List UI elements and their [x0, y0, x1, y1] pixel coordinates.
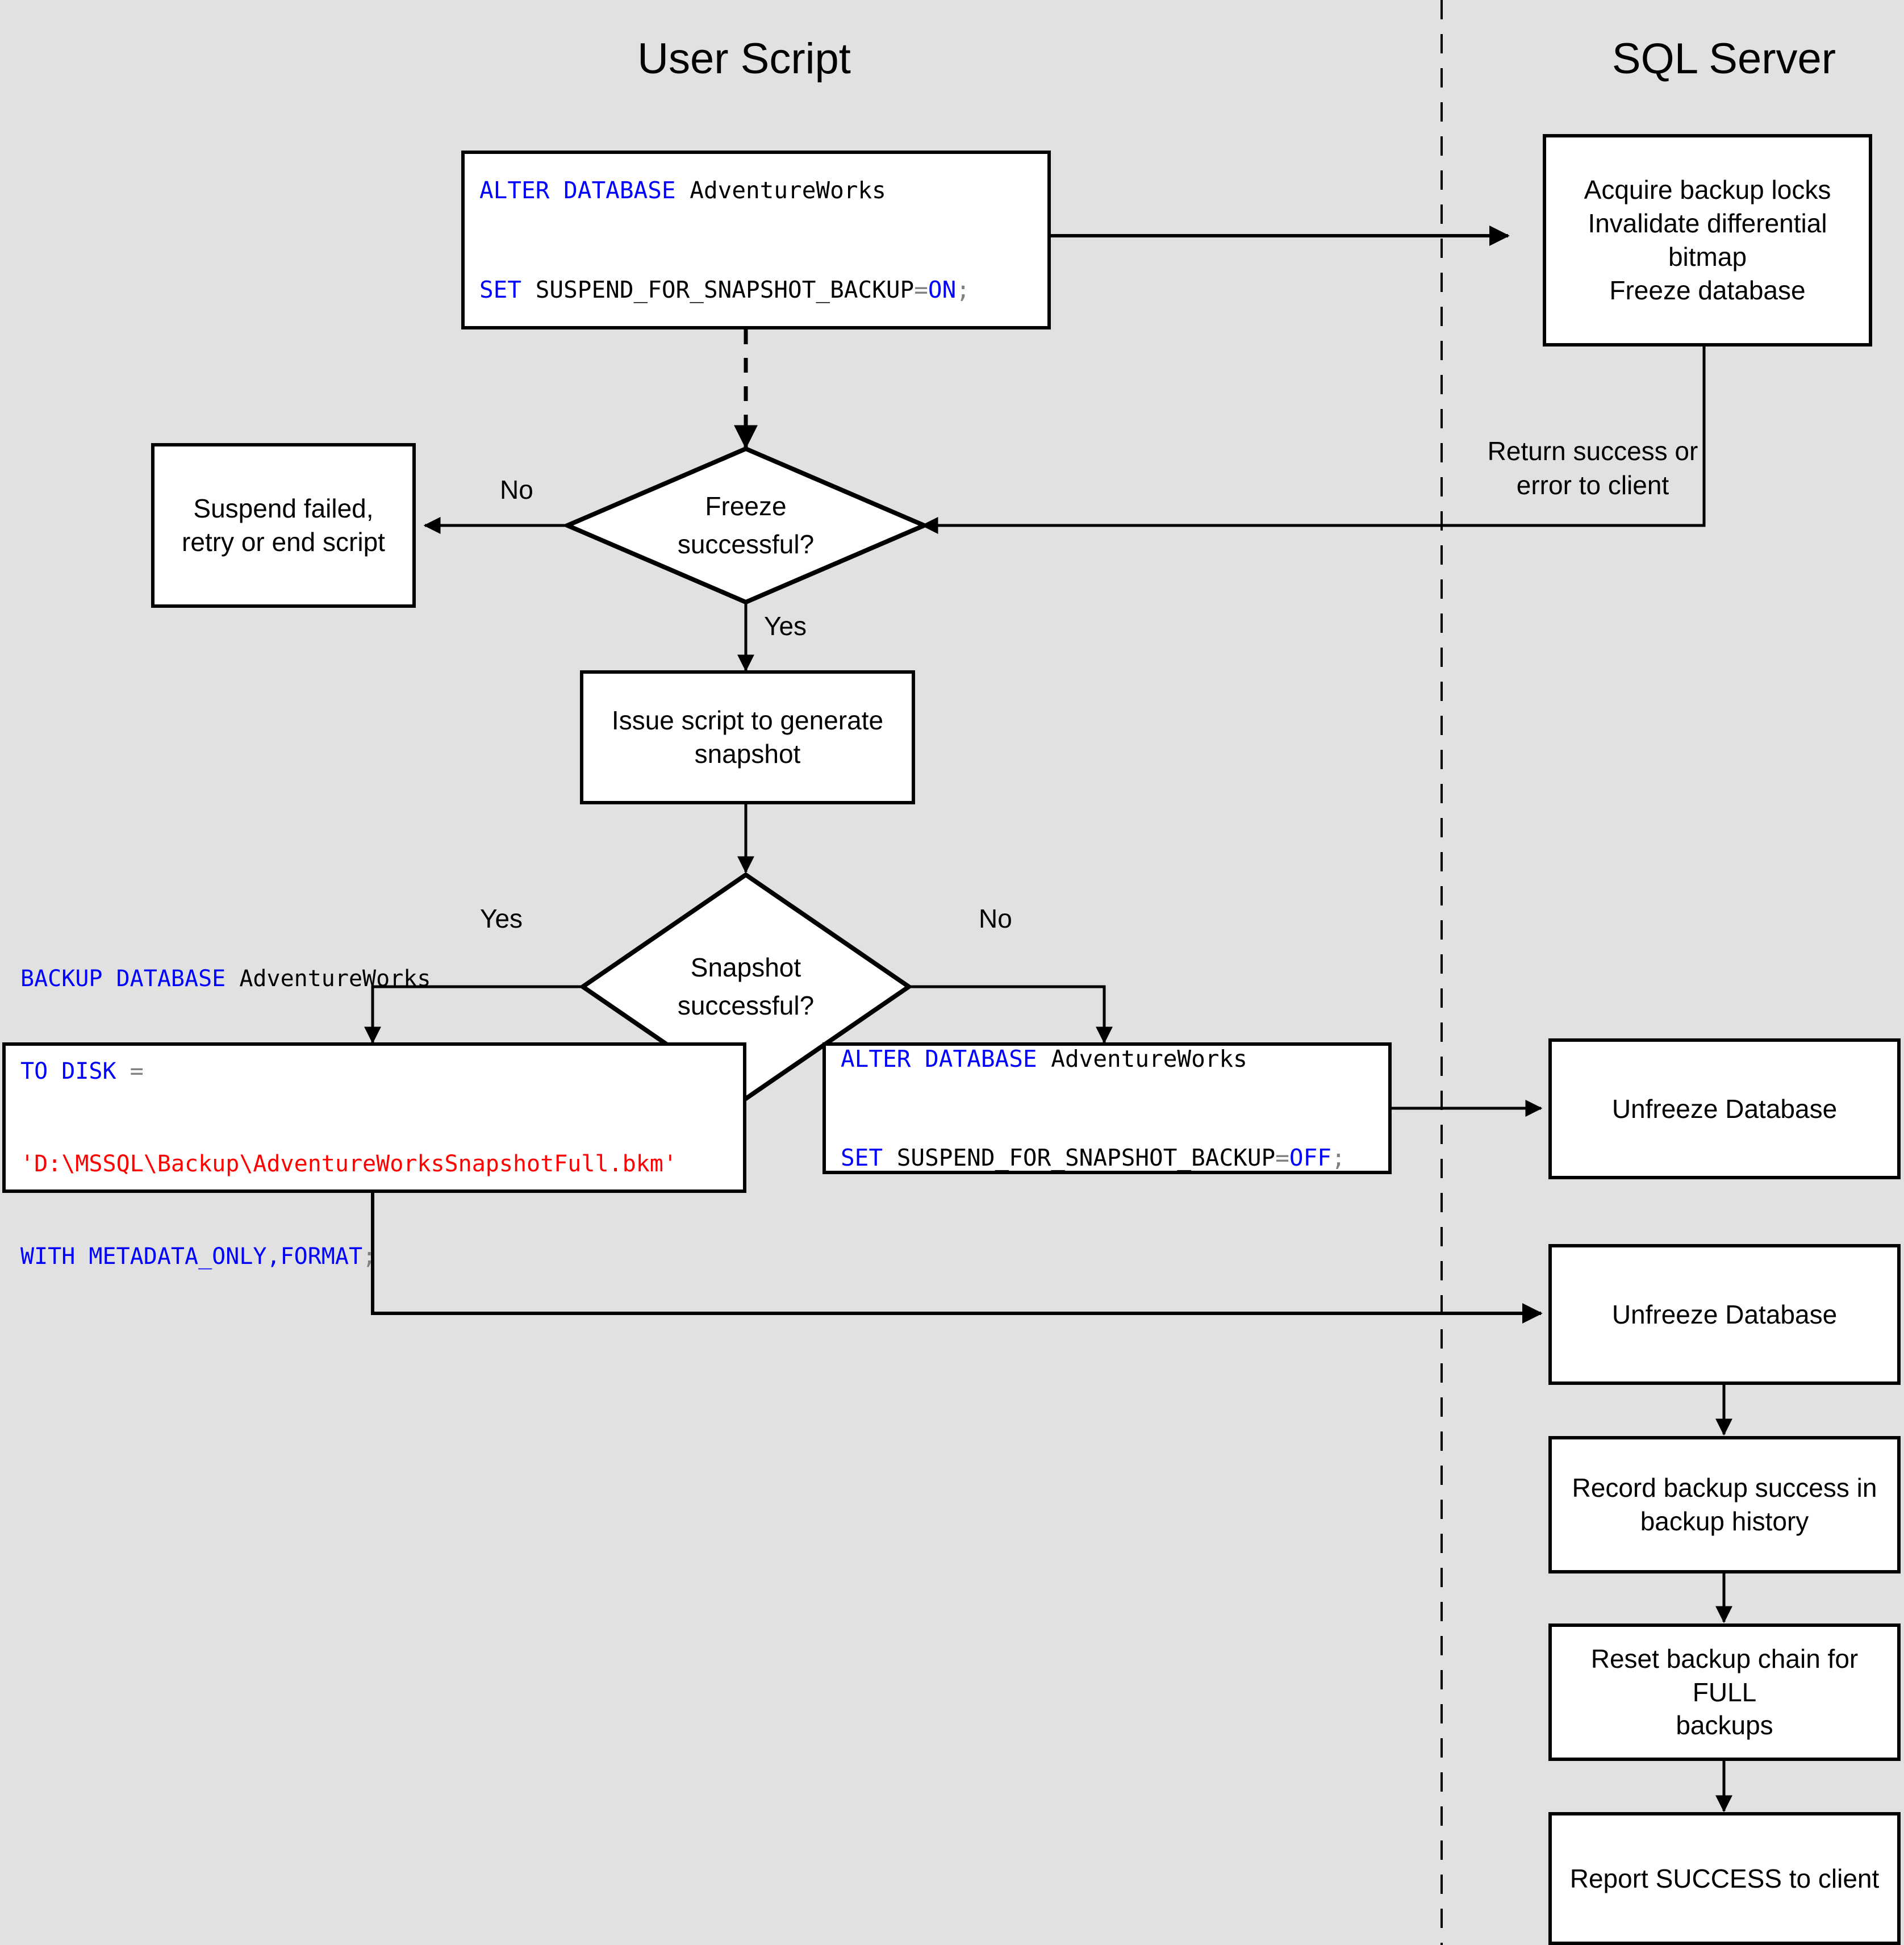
freeze-decision-label: Freeze successful?: [677, 491, 815, 559]
backup-code-line-1: BACKUP DATABASE AdventureWorks: [20, 965, 431, 992]
node-backup-database[interactable]: BACKUP DATABASE AdventureWorks TO DISK =…: [2, 966, 746, 1270]
alter-off-code-line-2: SET SUSPEND_FOR_SNAPSHOT_BACKUP=OFF;: [841, 1144, 1346, 1172]
node-snapshot-successful-decision[interactable]: Snapshot successful?: [583, 875, 909, 1099]
edge-label-freeze-yes: Yes: [764, 611, 807, 641]
node-unfreeze-database-2[interactable]: Unfreeze Database: [1548, 1244, 1901, 1385]
edge-label-snapshot-no: No: [979, 904, 1012, 933]
node-reset-backup-chain[interactable]: Reset backup chain for FULL backups: [1548, 1623, 1901, 1761]
alter-off-code-line-1: ALTER DATABASE AdventureWorks: [841, 1045, 1247, 1072]
node-suspend-failed[interactable]: Suspend failed, retry or end script: [151, 443, 416, 608]
backup-code-line-4: WITH METADATA_ONLY,FORMAT;: [20, 1243, 377, 1270]
node-report-success-to-client[interactable]: Report SUCCESS to client: [1548, 1812, 1901, 1945]
code-line-1: ALTER DATABASE AdventureWorks: [479, 177, 886, 204]
node-issue-script-generate-snapshot[interactable]: Issue script to generate snapshot: [580, 670, 915, 804]
node-record-backup-success[interactable]: Record backup success in backup history: [1548, 1436, 1901, 1573]
edge-label-return-to-client: Return success or error to client: [1487, 436, 1698, 500]
lane-title-sql-server: SQL Server: [1611, 35, 1836, 83]
backup-code-line-2: TO DISK =: [20, 1058, 144, 1084]
edge-label-freeze-no: No: [500, 475, 533, 504]
node-alter-database-suspend-off[interactable]: ALTER DATABASE AdventureWorks SET SUSPEN…: [822, 1042, 1392, 1174]
lane-title-user-script: User Script: [637, 35, 851, 83]
node-alter-database-suspend-on[interactable]: ALTER DATABASE AdventureWorks SET SUSPEN…: [461, 151, 1051, 329]
code-line-2: SET SUSPEND_FOR_SNAPSHOT_BACKUP=ON;: [479, 276, 970, 303]
snapshot-decision-label: Snapshot successful?: [677, 953, 815, 1020]
node-freeze-successful-decision[interactable]: Freeze successful?: [567, 449, 924, 602]
node-acquire-backup-locks[interactable]: Acquire backup locks Invalidate differen…: [1543, 134, 1872, 347]
backup-code-line-3: 'D:\MSSQL\Backup\AdventureWorksSnapshotF…: [20, 1150, 677, 1177]
node-unfreeze-database-1[interactable]: Unfreeze Database: [1548, 1038, 1901, 1179]
edge-label-snapshot-yes: Yes: [480, 904, 523, 933]
